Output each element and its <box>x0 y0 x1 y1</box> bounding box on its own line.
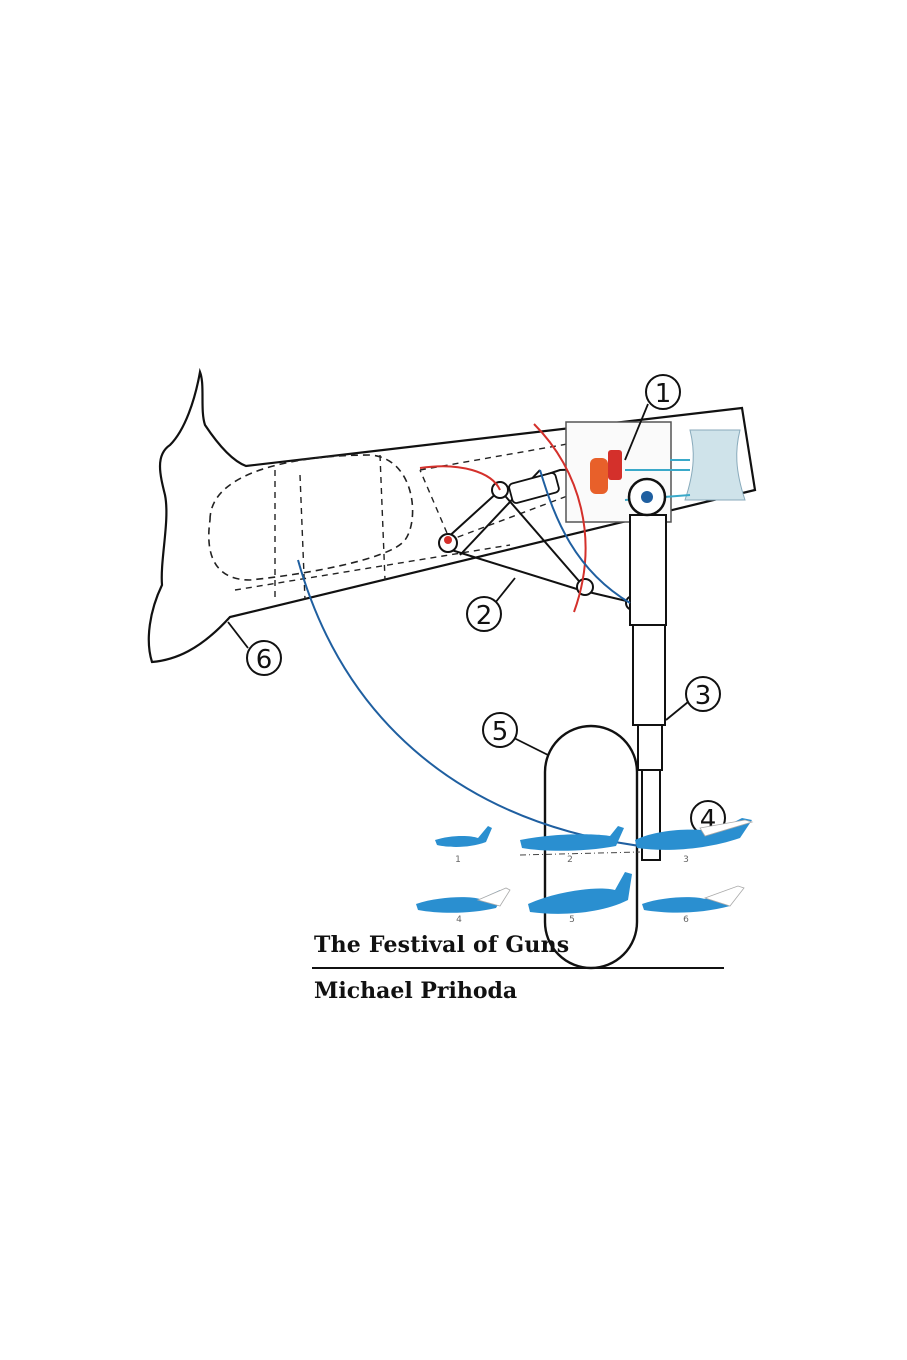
aircraft-4: 4 <box>416 887 511 925</box>
inset-cooling-tower <box>684 429 746 501</box>
title-rule <box>312 967 724 969</box>
callout-1: 1 <box>645 374 681 410</box>
leader-3 <box>665 701 689 721</box>
linkage-arm-lower <box>444 547 636 604</box>
strut-hub-inner <box>641 491 653 503</box>
strut-upper <box>629 514 667 626</box>
dash-dot-line <box>519 851 641 856</box>
pivot-left-red <box>444 536 452 544</box>
linkage-bracket <box>508 472 560 504</box>
svg-text:3: 3 <box>695 681 712 711</box>
inset-reactor <box>590 458 608 494</box>
callout-5: 5 <box>482 712 518 748</box>
red-arc-small <box>419 465 501 491</box>
aircraft-5: 5 <box>528 872 632 925</box>
leader-2 <box>494 577 516 604</box>
aircraft-6: 6 <box>642 885 745 925</box>
dashed-frame <box>234 439 611 601</box>
callout-3: 3 <box>685 676 721 712</box>
svg-text:2: 2 <box>476 601 493 631</box>
callout-6: 6 <box>246 640 282 676</box>
book-author: Michael Prihoda <box>314 978 518 1004</box>
svg-text:5: 5 <box>492 717 509 747</box>
svg-text:5: 5 <box>569 915 575 925</box>
svg-text:1: 1 <box>455 855 461 865</box>
book-title: The Festival of Guns <box>314 932 570 958</box>
dashed-tank <box>208 454 414 581</box>
blue-arc-long <box>297 559 641 847</box>
strut-middle <box>632 624 666 726</box>
inset-reactor-core <box>608 450 622 480</box>
fuselage-outline <box>147 367 757 664</box>
aircraft-3: 3 <box>635 818 754 865</box>
strut-lower <box>637 724 663 771</box>
aircraft-2: 2 <box>520 826 624 865</box>
svg-text:1: 1 <box>655 379 672 409</box>
leader-1 <box>624 403 649 461</box>
svg-text:4: 4 <box>456 915 462 925</box>
svg-text:3: 3 <box>683 855 689 865</box>
blue-arc-short <box>539 469 631 604</box>
leader-5 <box>513 737 549 756</box>
aircraft-1: 1 <box>435 826 492 865</box>
callout-2: 2 <box>466 596 502 632</box>
svg-text:6: 6 <box>683 915 689 925</box>
svg-text:2: 2 <box>567 855 573 865</box>
svg-text:6: 6 <box>256 645 273 675</box>
leader-6 <box>227 621 249 649</box>
red-arc-main <box>533 423 587 613</box>
